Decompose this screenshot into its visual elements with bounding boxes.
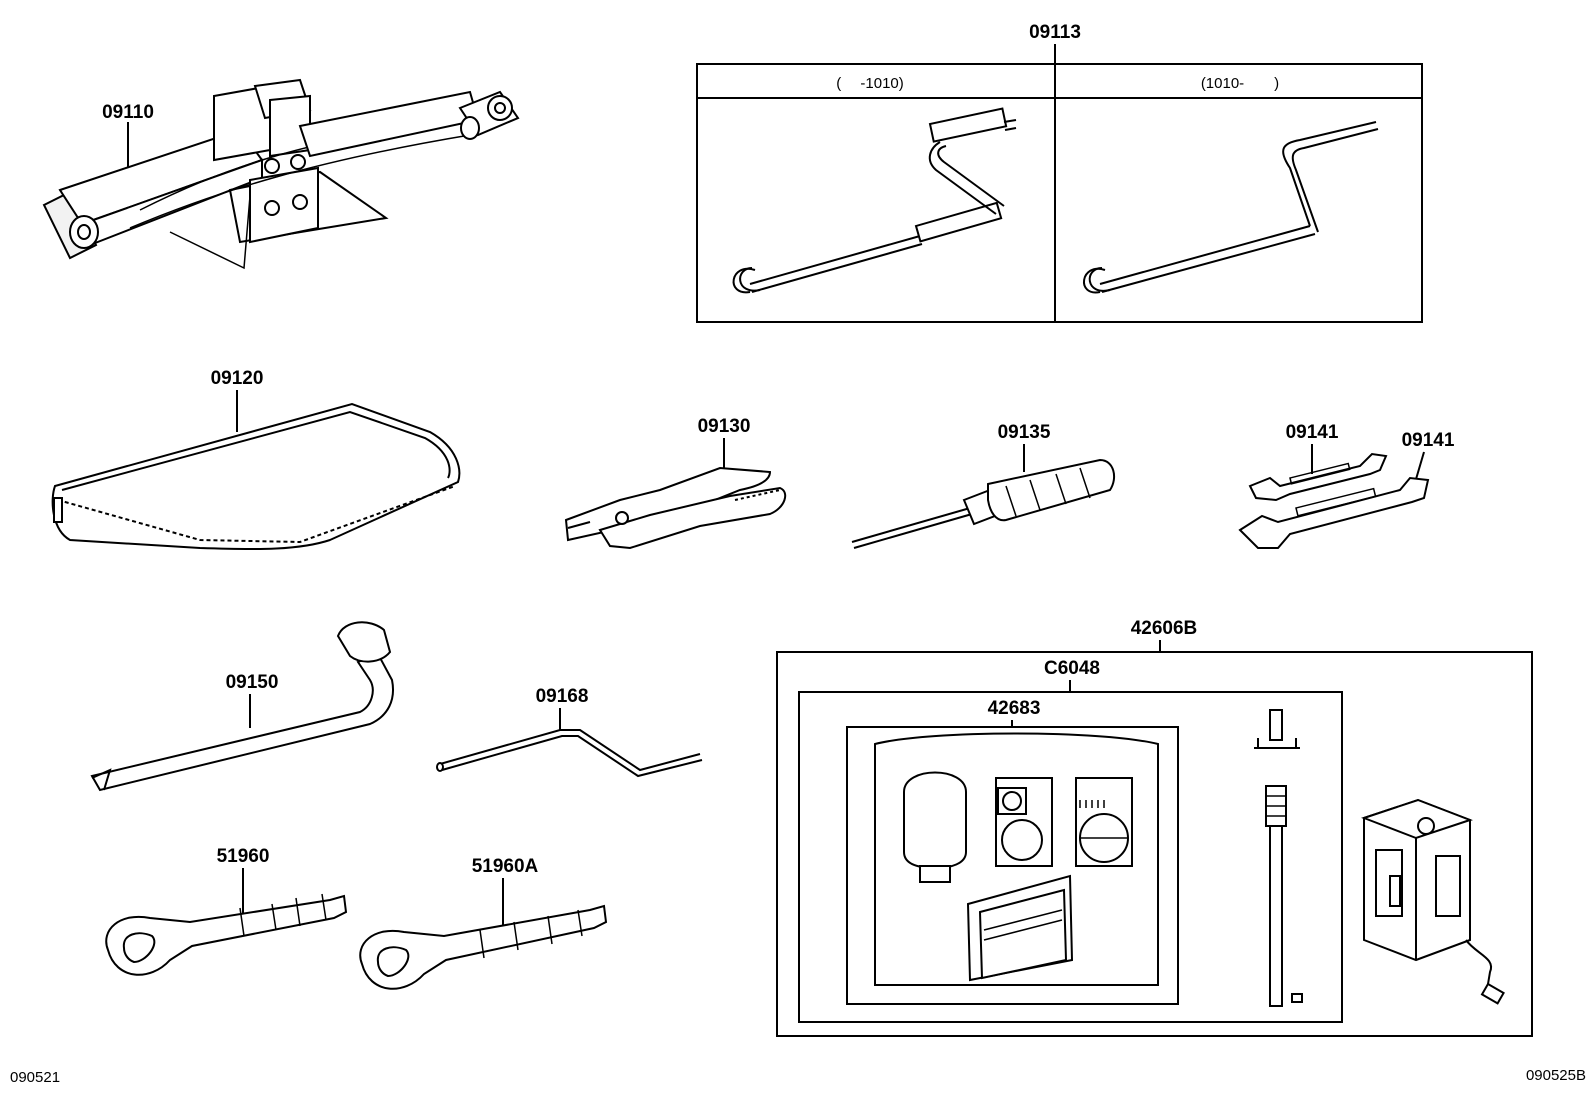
label-09168: 09168 (536, 686, 589, 707)
repair-kit-frame (776, 651, 1533, 1037)
jack-handle-table (696, 63, 1423, 323)
label-09150: 09150 (226, 672, 279, 693)
diagram-code-left: 090521 (10, 1069, 60, 1086)
wrench-icon[interactable] (1238, 452, 1430, 549)
towing-eye-icon[interactable] (105, 893, 348, 976)
lug-wrench-icon[interactable] (90, 621, 394, 792)
label-09120: 09120 (211, 368, 264, 389)
sealant-set-icon[interactable] (874, 732, 1159, 986)
jack-icon[interactable] (42, 78, 520, 270)
label-09130: 09130 (698, 416, 751, 437)
pliers-icon[interactable] (564, 466, 787, 550)
label-42683: 42683 (988, 698, 1041, 719)
screwdriver-icon[interactable] (851, 458, 1116, 549)
sealant-set-frame (846, 726, 1179, 1005)
tool-bag-icon[interactable] (51, 402, 461, 551)
towing-eye-a-icon[interactable] (359, 904, 608, 990)
rod-icon[interactable] (436, 729, 703, 778)
label-09113: 09113 (1029, 22, 1081, 43)
label-09113-right-range: (1010- ) (1201, 75, 1279, 92)
label-51960A: 51960A (472, 856, 539, 877)
label-42606B: 42606B (1131, 618, 1198, 639)
label-09141-a: 09141 (1286, 422, 1339, 443)
label-09110: 09110 (102, 102, 154, 123)
jack-handle-old-icon[interactable] (732, 107, 1017, 294)
label-C6048: C6048 (1044, 658, 1100, 679)
jack-handle-new-icon[interactable] (1083, 121, 1379, 294)
label-09135: 09135 (998, 422, 1051, 443)
sealant-kit-frame (798, 691, 1343, 1023)
valve-tool-icon[interactable] (1254, 709, 1303, 1007)
label-09141-b: 09141 (1402, 430, 1455, 451)
label-09113-left-range: ( -1010) (836, 75, 904, 92)
air-compressor-icon[interactable] (1361, 798, 1505, 1005)
label-51960: 51960 (217, 846, 270, 867)
diagram-code-right: 090525B (1526, 1067, 1586, 1084)
